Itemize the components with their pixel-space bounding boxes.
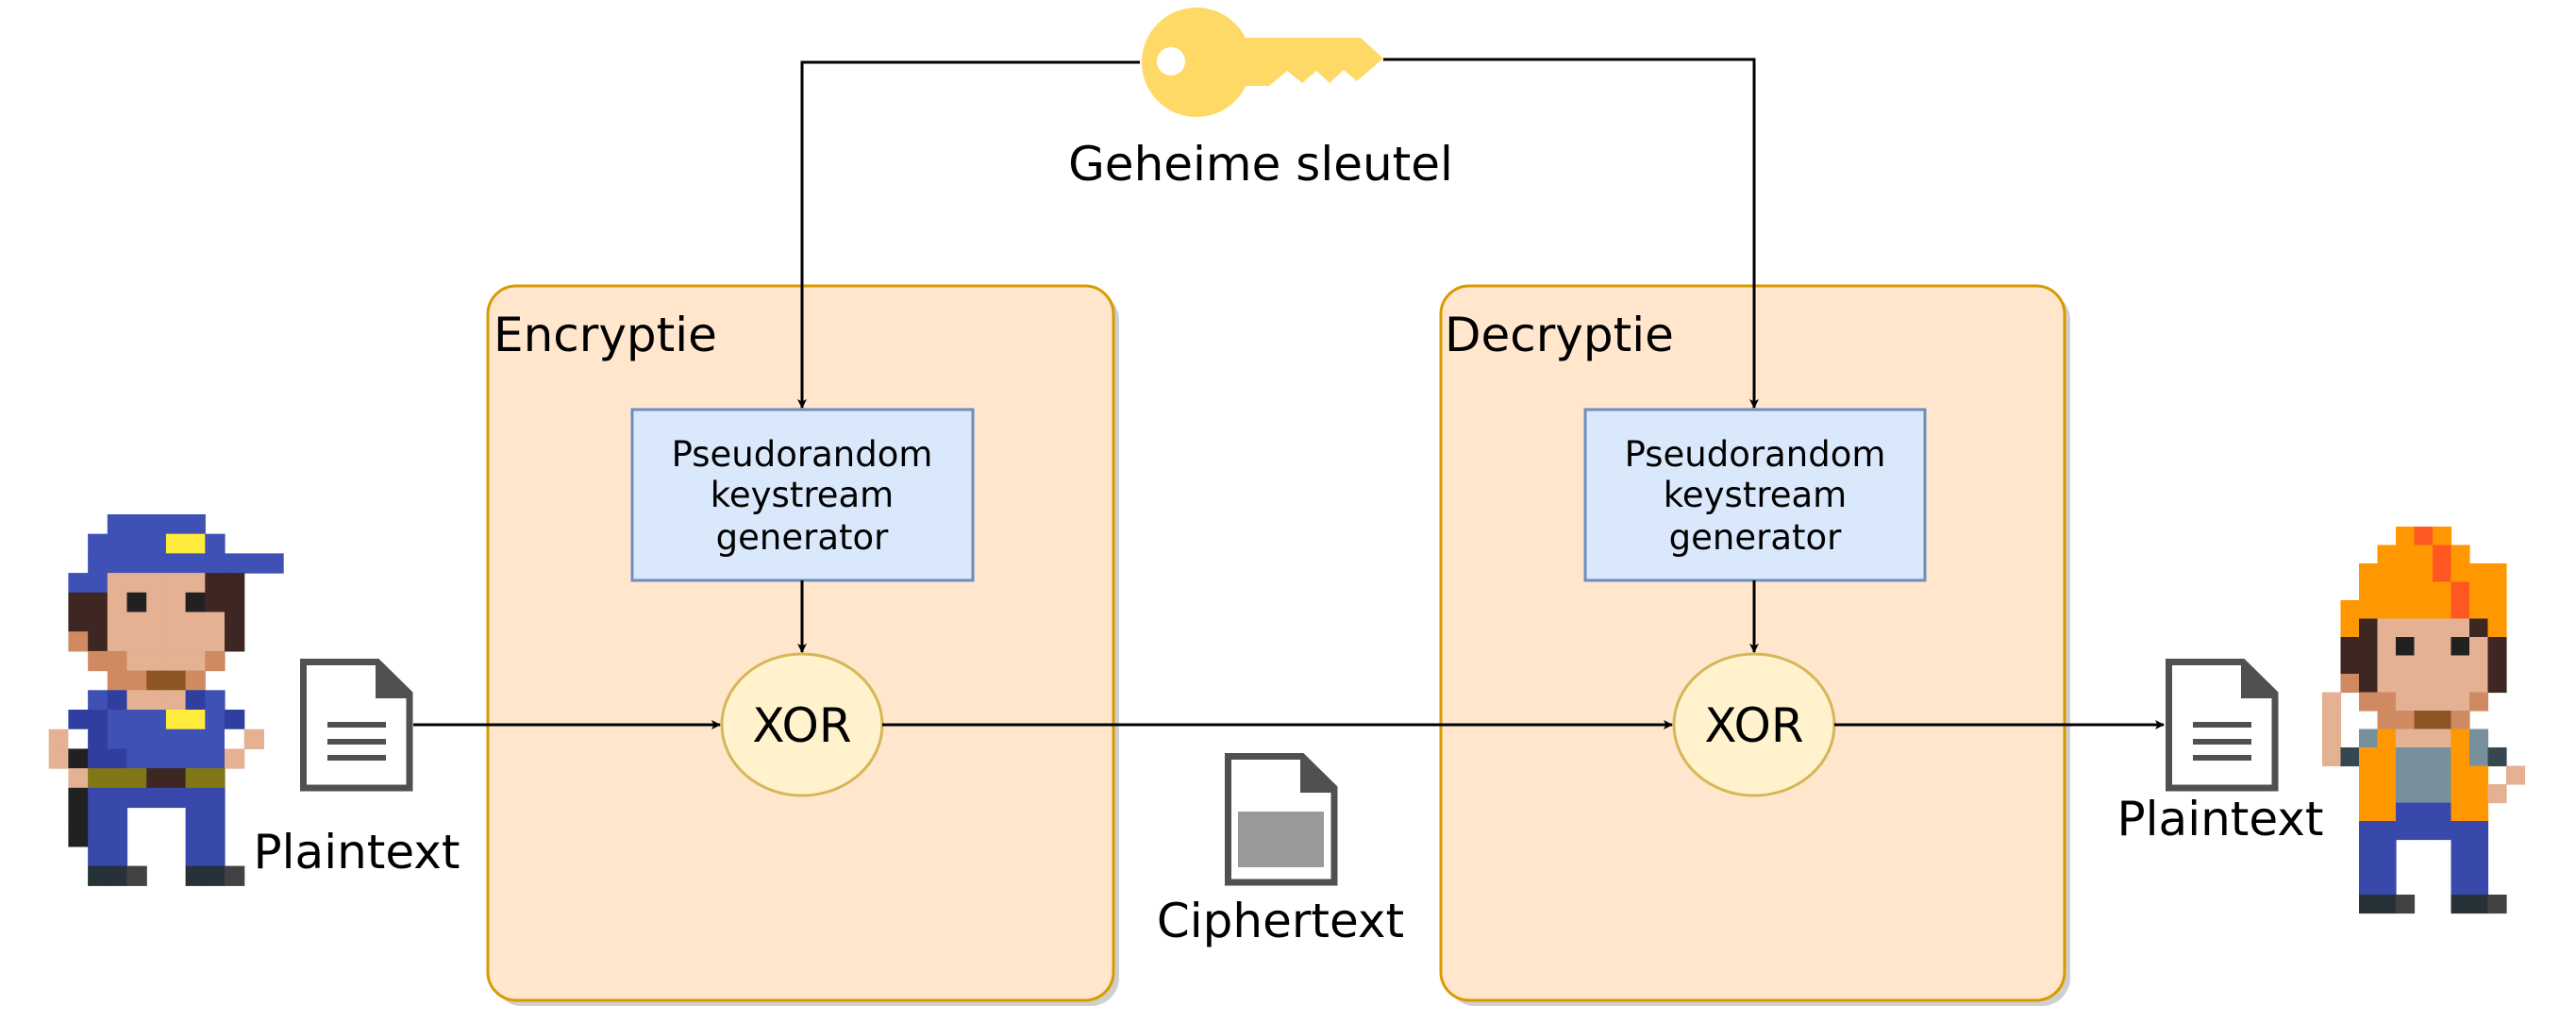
plaintext-document-icon — [300, 659, 413, 792]
connectors — [413, 58, 2165, 729]
generator-line: Pseudorandom — [1625, 434, 1886, 475]
decryption-xor: XOR — [1672, 652, 1836, 797]
generator-line: generator — [716, 517, 889, 558]
sender-character-icon — [48, 514, 284, 886]
ciphertext-document-icon — [1225, 753, 1338, 886]
text-line — [2193, 755, 2251, 761]
ciphertext-label: Ciphertext — [1157, 894, 1404, 948]
xor-label: XOR — [752, 698, 851, 753]
decryption-keystream-generator: Pseudorandom keystream generator — [1583, 408, 1927, 582]
encryption-xor: XOR — [720, 652, 884, 797]
text-line — [327, 722, 386, 728]
receiver-plaintext-label: Plaintext — [2117, 792, 2324, 846]
text-line — [2193, 739, 2251, 745]
key-to-encryption-arrow — [797, 60, 1140, 409]
text-line — [327, 739, 386, 745]
generator-line: Pseudorandom — [672, 434, 933, 475]
receiver-character-icon — [2322, 527, 2526, 914]
xor-label: XOR — [1704, 698, 1803, 753]
sender-plaintext-label: Plaintext — [254, 825, 460, 880]
text-line — [327, 755, 386, 761]
generator-line: keystream — [711, 475, 894, 515]
encryption-keystream-generator: Pseudorandom keystream generator — [630, 408, 975, 582]
key-label: Geheime sleutel — [1068, 137, 1453, 192]
text-line — [2193, 722, 2251, 728]
decryption-title: Decryptie — [1445, 308, 1674, 362]
key-to-decryption-arrow — [1383, 58, 1759, 409]
generator-line: keystream — [1664, 475, 1847, 515]
plaintext-document-icon — [2166, 659, 2279, 792]
cipher-block — [1238, 812, 1324, 867]
encryption-title: Encryptie — [493, 308, 717, 362]
generator-line: generator — [1669, 517, 1842, 558]
key-icon — [1142, 8, 1383, 117]
